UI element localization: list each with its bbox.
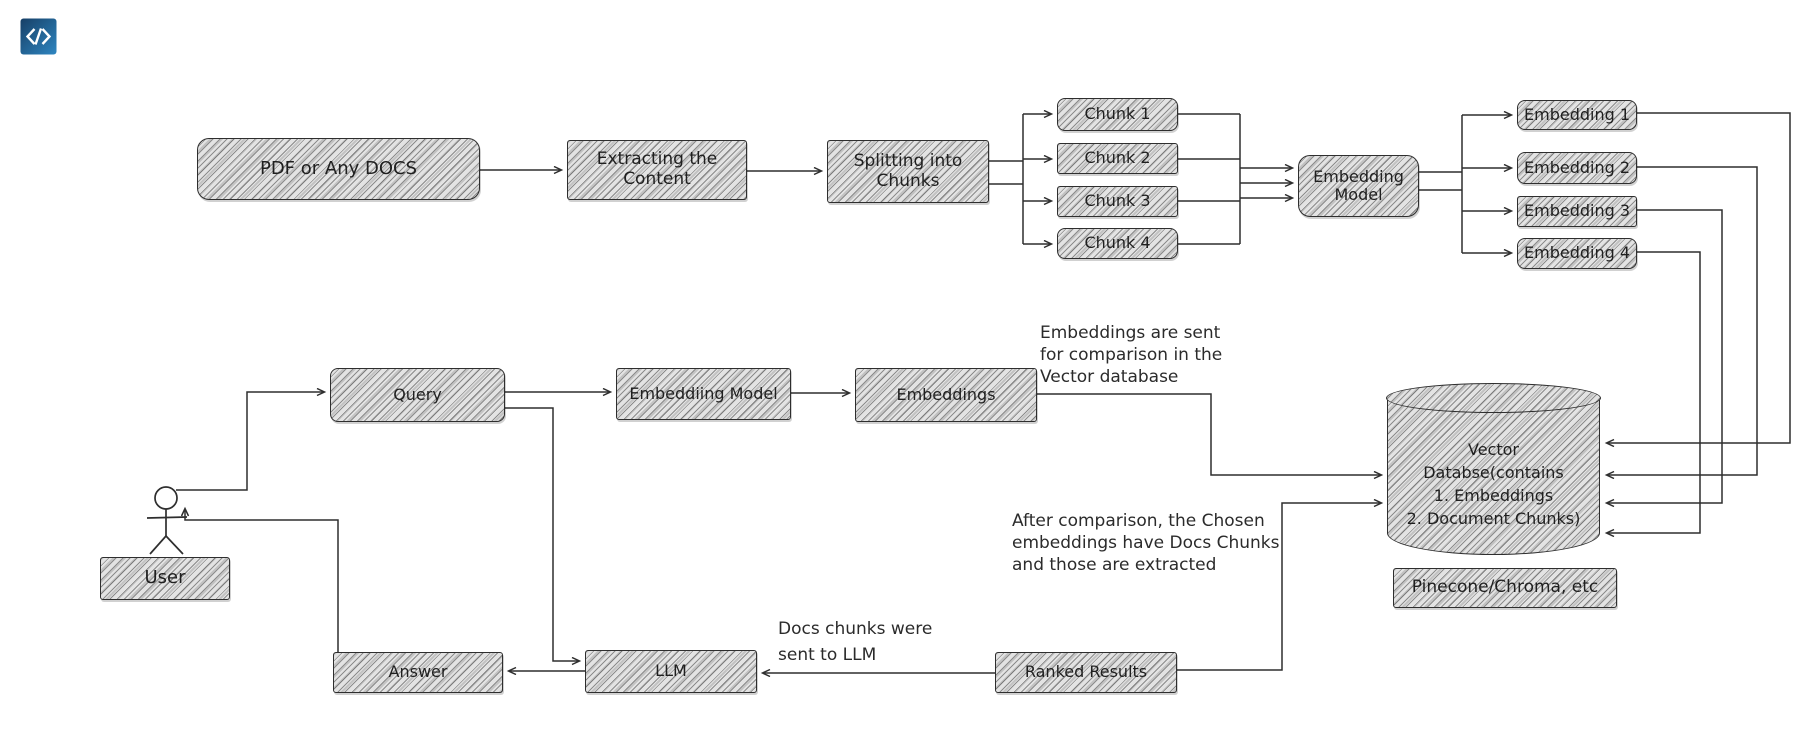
node-chunk-3[interactable]: Chunk 3 bbox=[1057, 186, 1178, 217]
node-label: LLM bbox=[655, 661, 687, 681]
node-label: Chunk 3 bbox=[1084, 191, 1151, 211]
node-label: Pinecone/Chroma, etc bbox=[1411, 577, 1599, 598]
node-embedding-3[interactable]: Embedding 3 bbox=[1517, 196, 1637, 227]
annotation-docs-to-llm[interactable]: Docs chunks were sent to LLM bbox=[778, 619, 933, 665]
app-logo[interactable] bbox=[20, 18, 57, 55]
node-extracting-content[interactable]: Extracting the Content bbox=[567, 140, 747, 200]
node-label: Chunk 1 bbox=[1084, 104, 1151, 124]
node-embedding-model-query[interactable]: Embeddiing Model bbox=[616, 368, 791, 420]
node-label: Embedding 1 bbox=[1524, 104, 1631, 124]
node-label: Extracting the Content bbox=[596, 149, 718, 189]
user-figure bbox=[146, 486, 188, 555]
node-llm[interactable]: LLM bbox=[585, 650, 757, 693]
node-label: Embeddiing Model bbox=[629, 383, 778, 403]
node-label: Embedding Model bbox=[1313, 166, 1404, 204]
node-chunk-4[interactable]: Chunk 4 bbox=[1057, 228, 1178, 259]
node-label: Chunk 2 bbox=[1084, 148, 1151, 168]
node-ranked-results[interactable]: Ranked Results bbox=[995, 652, 1177, 693]
node-label: Embedding 3 bbox=[1524, 201, 1631, 221]
node-embedding-1[interactable]: Embedding 1 bbox=[1517, 100, 1637, 130]
node-label: Splitting into Chunks bbox=[853, 150, 963, 191]
annotation-comparison[interactable]: Embeddings are sent for comparison in th… bbox=[1040, 323, 1223, 387]
node-pinecone-chroma[interactable]: Pinecone/Chroma, etc bbox=[1393, 568, 1617, 608]
node-label: Embedding 4 bbox=[1524, 243, 1631, 263]
node-label: Embedding 2 bbox=[1524, 157, 1631, 177]
node-label: Chunk 4 bbox=[1084, 233, 1151, 253]
node-chunk-2[interactable]: Chunk 2 bbox=[1057, 143, 1178, 174]
node-user[interactable]: User bbox=[100, 557, 230, 600]
node-label: PDF or Any DOCS bbox=[259, 157, 418, 179]
edge-embedding4-db bbox=[1607, 251, 1701, 533]
edge-embeddings-db bbox=[1037, 393, 1381, 475]
node-pdf-docs[interactable]: PDF or Any DOCS bbox=[197, 138, 480, 200]
edge-user-query bbox=[176, 392, 324, 491]
node-label: Answer bbox=[388, 662, 448, 682]
node-embedding-model[interactable]: Embedding Model bbox=[1298, 155, 1419, 217]
node-splitting-chunks[interactable]: Splitting into Chunks bbox=[827, 140, 989, 203]
node-label: Embeddings bbox=[896, 384, 996, 404]
node-vector-database[interactable]: Vector Databse(contains 1. Embeddings 2.… bbox=[1386, 383, 1601, 555]
node-embedding-2[interactable]: Embedding 2 bbox=[1517, 152, 1637, 184]
node-chunk-1[interactable]: Chunk 1 bbox=[1057, 98, 1178, 131]
node-embedding-4[interactable]: Embedding 4 bbox=[1517, 238, 1637, 269]
node-label: User bbox=[144, 567, 186, 589]
vector-database-label: Vector Databse(contains 1. Embeddings 2.… bbox=[1406, 440, 1581, 528]
node-query[interactable]: Query bbox=[330, 368, 505, 422]
node-label: Query bbox=[393, 384, 442, 404]
code-brackets-icon bbox=[25, 28, 52, 45]
edge-query-llm bbox=[505, 407, 579, 661]
node-label: Ranked Results bbox=[1024, 662, 1148, 682]
node-embeddings-query[interactable]: Embeddings bbox=[855, 368, 1037, 422]
annotation-extraction[interactable]: After comparison, the Chosen embeddings … bbox=[1012, 511, 1280, 575]
node-answer[interactable]: Answer bbox=[333, 652, 503, 693]
